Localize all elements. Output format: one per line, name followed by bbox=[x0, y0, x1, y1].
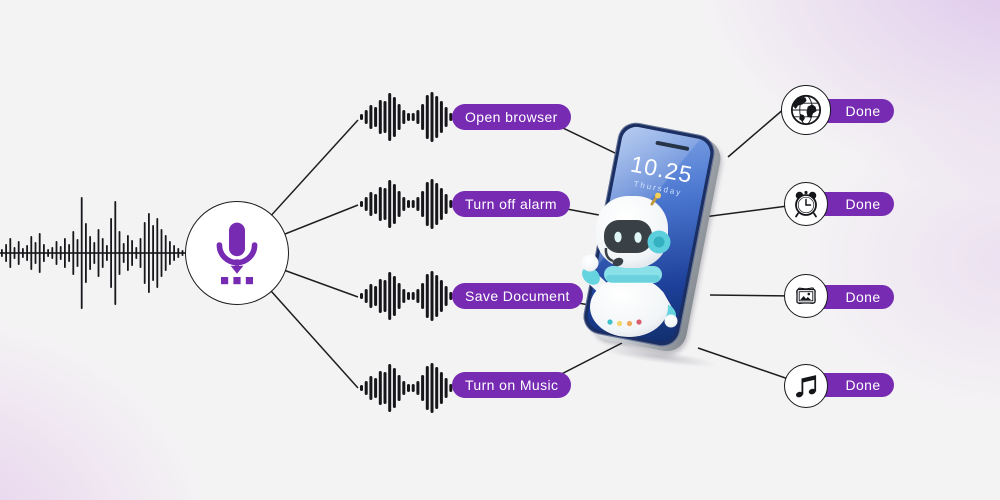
done-label: Done bbox=[845, 196, 881, 212]
photo-stack-icon bbox=[796, 287, 816, 305]
speech-input-waveform bbox=[0, 197, 187, 309]
music-note-icon bbox=[795, 375, 817, 398]
result-node-browser bbox=[781, 85, 831, 135]
robot-collar bbox=[604, 266, 662, 283]
robot-waving-arm bbox=[581, 254, 612, 297]
robot-face-screen bbox=[604, 220, 652, 253]
alarm-clock-icon bbox=[795, 191, 817, 218]
done-label: Done bbox=[845, 103, 881, 119]
command-waveform-icon bbox=[360, 363, 453, 413]
result-node-document bbox=[784, 274, 828, 318]
result-node-alarm bbox=[784, 182, 828, 226]
connector-line bbox=[709, 294, 796, 297]
command-label: Turn on Music bbox=[465, 377, 559, 393]
robot-body bbox=[590, 277, 668, 337]
command-waveform-icon bbox=[360, 271, 453, 321]
globe-icon bbox=[790, 94, 822, 126]
command-waveform-icon bbox=[360, 179, 453, 229]
command-pill-turn-on-music: Turn on Music bbox=[452, 372, 572, 398]
done-label: Done bbox=[845, 377, 881, 393]
command-pill-open-browser: Open browser bbox=[452, 104, 571, 130]
command-label: Save Document bbox=[465, 288, 570, 304]
done-label: Done bbox=[845, 289, 881, 305]
robot-chest-lights bbox=[607, 319, 642, 327]
assistant-robot bbox=[581, 192, 678, 337]
robot-mic-boom bbox=[604, 247, 624, 267]
microphone-icon bbox=[216, 222, 258, 285]
command-waveform-icon bbox=[360, 92, 453, 142]
robot-eyes bbox=[614, 231, 642, 243]
robot-headphone bbox=[647, 230, 671, 254]
command-label: Open browser bbox=[465, 109, 558, 125]
result-node-music bbox=[784, 364, 828, 408]
command-label: Turn off alarm bbox=[465, 196, 557, 212]
phone-speaker-slit bbox=[655, 140, 690, 151]
microphone-node bbox=[185, 201, 289, 305]
robot-antenna bbox=[650, 192, 661, 206]
command-pill-turn-off-alarm: Turn off alarm bbox=[452, 191, 570, 217]
